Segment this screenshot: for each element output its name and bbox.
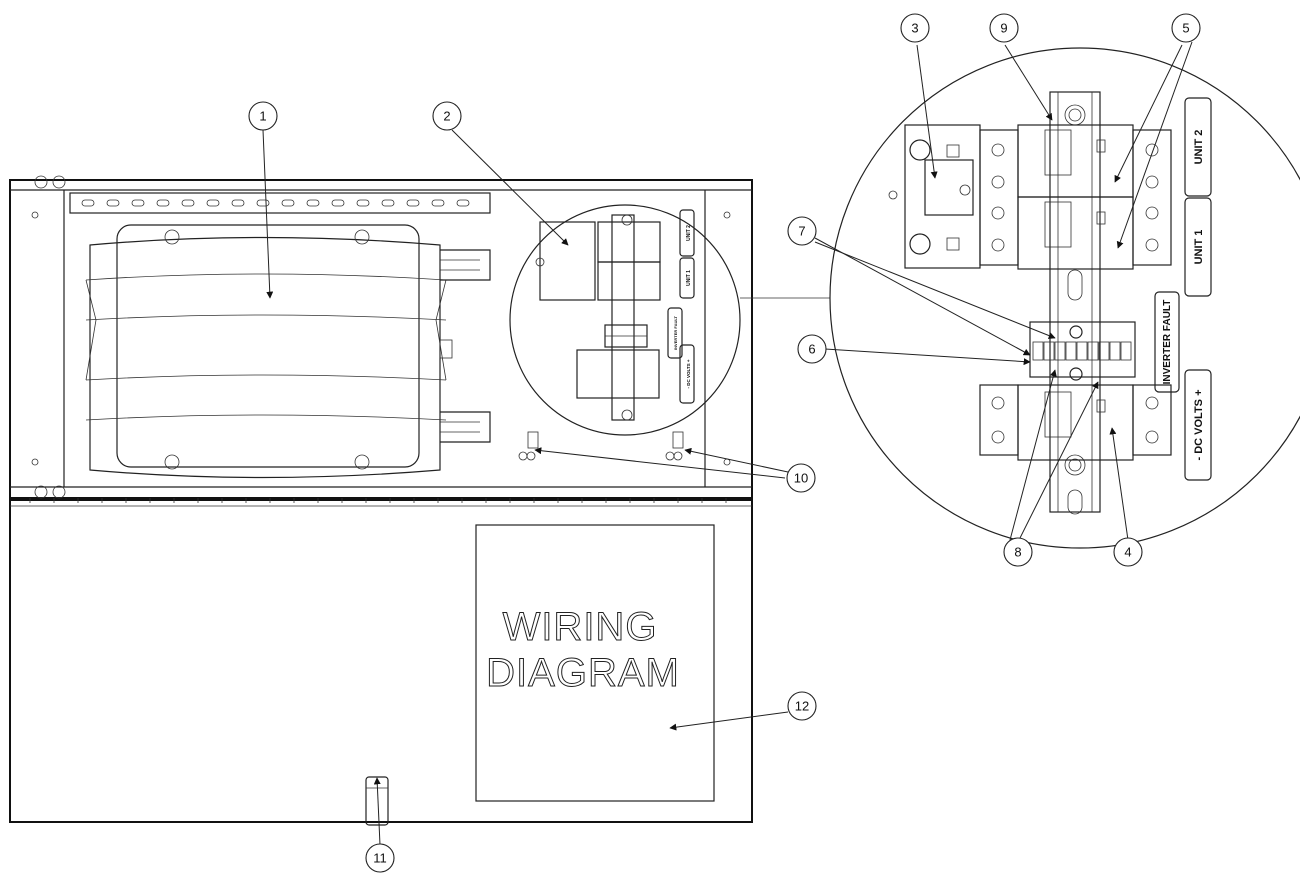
small-unit1-label: UNIT 1 — [686, 270, 692, 286]
callout-3: 3 — [900, 13, 930, 43]
svg-text:1: 1 — [259, 109, 266, 124]
wiring-diagram-line2: DIAGRAM — [486, 651, 680, 695]
svg-text:7: 7 — [798, 224, 805, 239]
svg-text:9: 9 — [1000, 21, 1007, 36]
svg-text:6: 6 — [808, 342, 815, 357]
panel-detail-circle: UNIT 2 UNIT 1 INVERTER FAULT - DC VOLTS … — [509, 204, 741, 436]
small-dc-volts-label: - DC VOLTS + — [686, 359, 691, 388]
callout-9: 9 — [989, 13, 1019, 43]
callout-1: 1 — [248, 101, 278, 131]
leader-lines — [262, 41, 1193, 846]
svg-text:4: 4 — [1124, 545, 1131, 560]
callout-5: 5 — [1171, 13, 1201, 43]
svg-text:10: 10 — [794, 471, 808, 486]
inverter-fault-label: INVERTER FAULT — [1162, 300, 1173, 385]
door-panel — [9, 498, 753, 826]
callout-10: 10 — [786, 463, 816, 493]
svg-text:3: 3 — [911, 21, 918, 36]
svg-text:11: 11 — [373, 851, 387, 866]
inverter-unit — [85, 224, 491, 479]
callout-7: 7 — [787, 216, 817, 246]
dc-volts-label: - DC VOLTS + — [1193, 390, 1205, 461]
callout-4: 4 — [1113, 537, 1143, 567]
small-unit2-label: UNIT 2 — [686, 225, 692, 241]
callout-8: 8 — [1003, 537, 1033, 567]
svg-text:2: 2 — [443, 109, 450, 124]
callout-11: 11 — [365, 843, 395, 873]
enlarged-detail: UNIT 2 UNIT 1 INVERTER FAULT - DC VOLTS … — [829, 47, 1300, 549]
callout-2: 2 — [432, 101, 462, 131]
svg-text:5: 5 — [1182, 21, 1189, 36]
wiring-diagram-line1: WIRING — [503, 605, 658, 649]
svg-text:12: 12 — [795, 699, 809, 714]
unit2-label: UNIT 2 — [1193, 130, 1205, 165]
upper-panel — [9, 175, 753, 499]
small-inverter-fault-label: INVERTER FAULT — [673, 315, 678, 349]
callout-12: 12 — [787, 691, 817, 721]
ground-lugs — [518, 431, 684, 461]
callout-6: 6 — [797, 334, 827, 364]
unit1-label: UNIT 1 — [1193, 230, 1205, 265]
svg-text:8: 8 — [1014, 545, 1021, 560]
